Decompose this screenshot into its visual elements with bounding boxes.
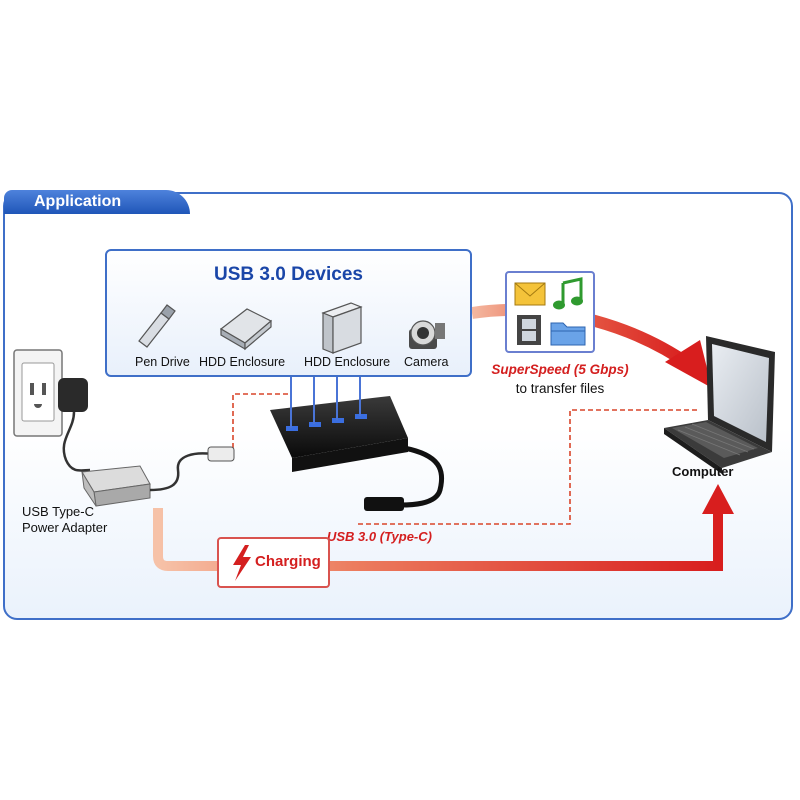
power-adapter-icon xyxy=(81,446,235,507)
pen-drive-icon xyxy=(138,304,176,348)
device-label-hdd-slim: HDD Enclosure xyxy=(199,355,286,369)
charging-label: Charging xyxy=(255,553,321,570)
wall-socket-icon xyxy=(13,349,91,472)
charging-arrow xyxy=(153,484,734,571)
speed-sublabel: to transfer files xyxy=(515,381,605,396)
mail-icon xyxy=(514,282,546,306)
cable-label: USB 3.0 (Type-C) xyxy=(327,529,432,544)
film-icon xyxy=(517,315,541,345)
devices-title: USB 3.0 Devices xyxy=(214,264,363,285)
usb-devices-panel: USB 3.0 Devices xyxy=(105,249,472,377)
speed-label: SuperSpeed (5 Gbps) xyxy=(491,362,629,377)
transfer-arrow xyxy=(471,303,712,388)
charging-panel: Charging xyxy=(217,537,330,588)
application-tab: Application xyxy=(4,190,190,214)
hdd-enclosure-slim-icon xyxy=(219,308,273,351)
usb-hub-icon xyxy=(270,377,445,511)
music-note-icon xyxy=(553,277,583,310)
device-label-camera: Camera xyxy=(404,355,449,369)
device-label-pen-drive: Pen Drive xyxy=(135,355,190,369)
device-icons xyxy=(138,302,445,354)
laptop-icon xyxy=(664,336,775,474)
folder-icon xyxy=(550,322,586,346)
lightning-icon xyxy=(233,545,251,581)
tab-label: Application xyxy=(34,193,122,210)
computer-label: Computer xyxy=(672,464,734,479)
adapter-label: USB Type-C Power Adapter xyxy=(22,504,107,536)
dashed-connectors xyxy=(232,393,700,525)
adapter-label-line2: Power Adapter xyxy=(22,520,108,535)
camera-icon xyxy=(409,320,445,349)
files-panel xyxy=(505,271,595,353)
device-label-hdd-desktop: HDD Enclosure xyxy=(304,355,391,369)
adapter-label-line1: USB Type-C xyxy=(22,504,95,519)
hdd-enclosure-desktop-icon xyxy=(321,302,363,354)
